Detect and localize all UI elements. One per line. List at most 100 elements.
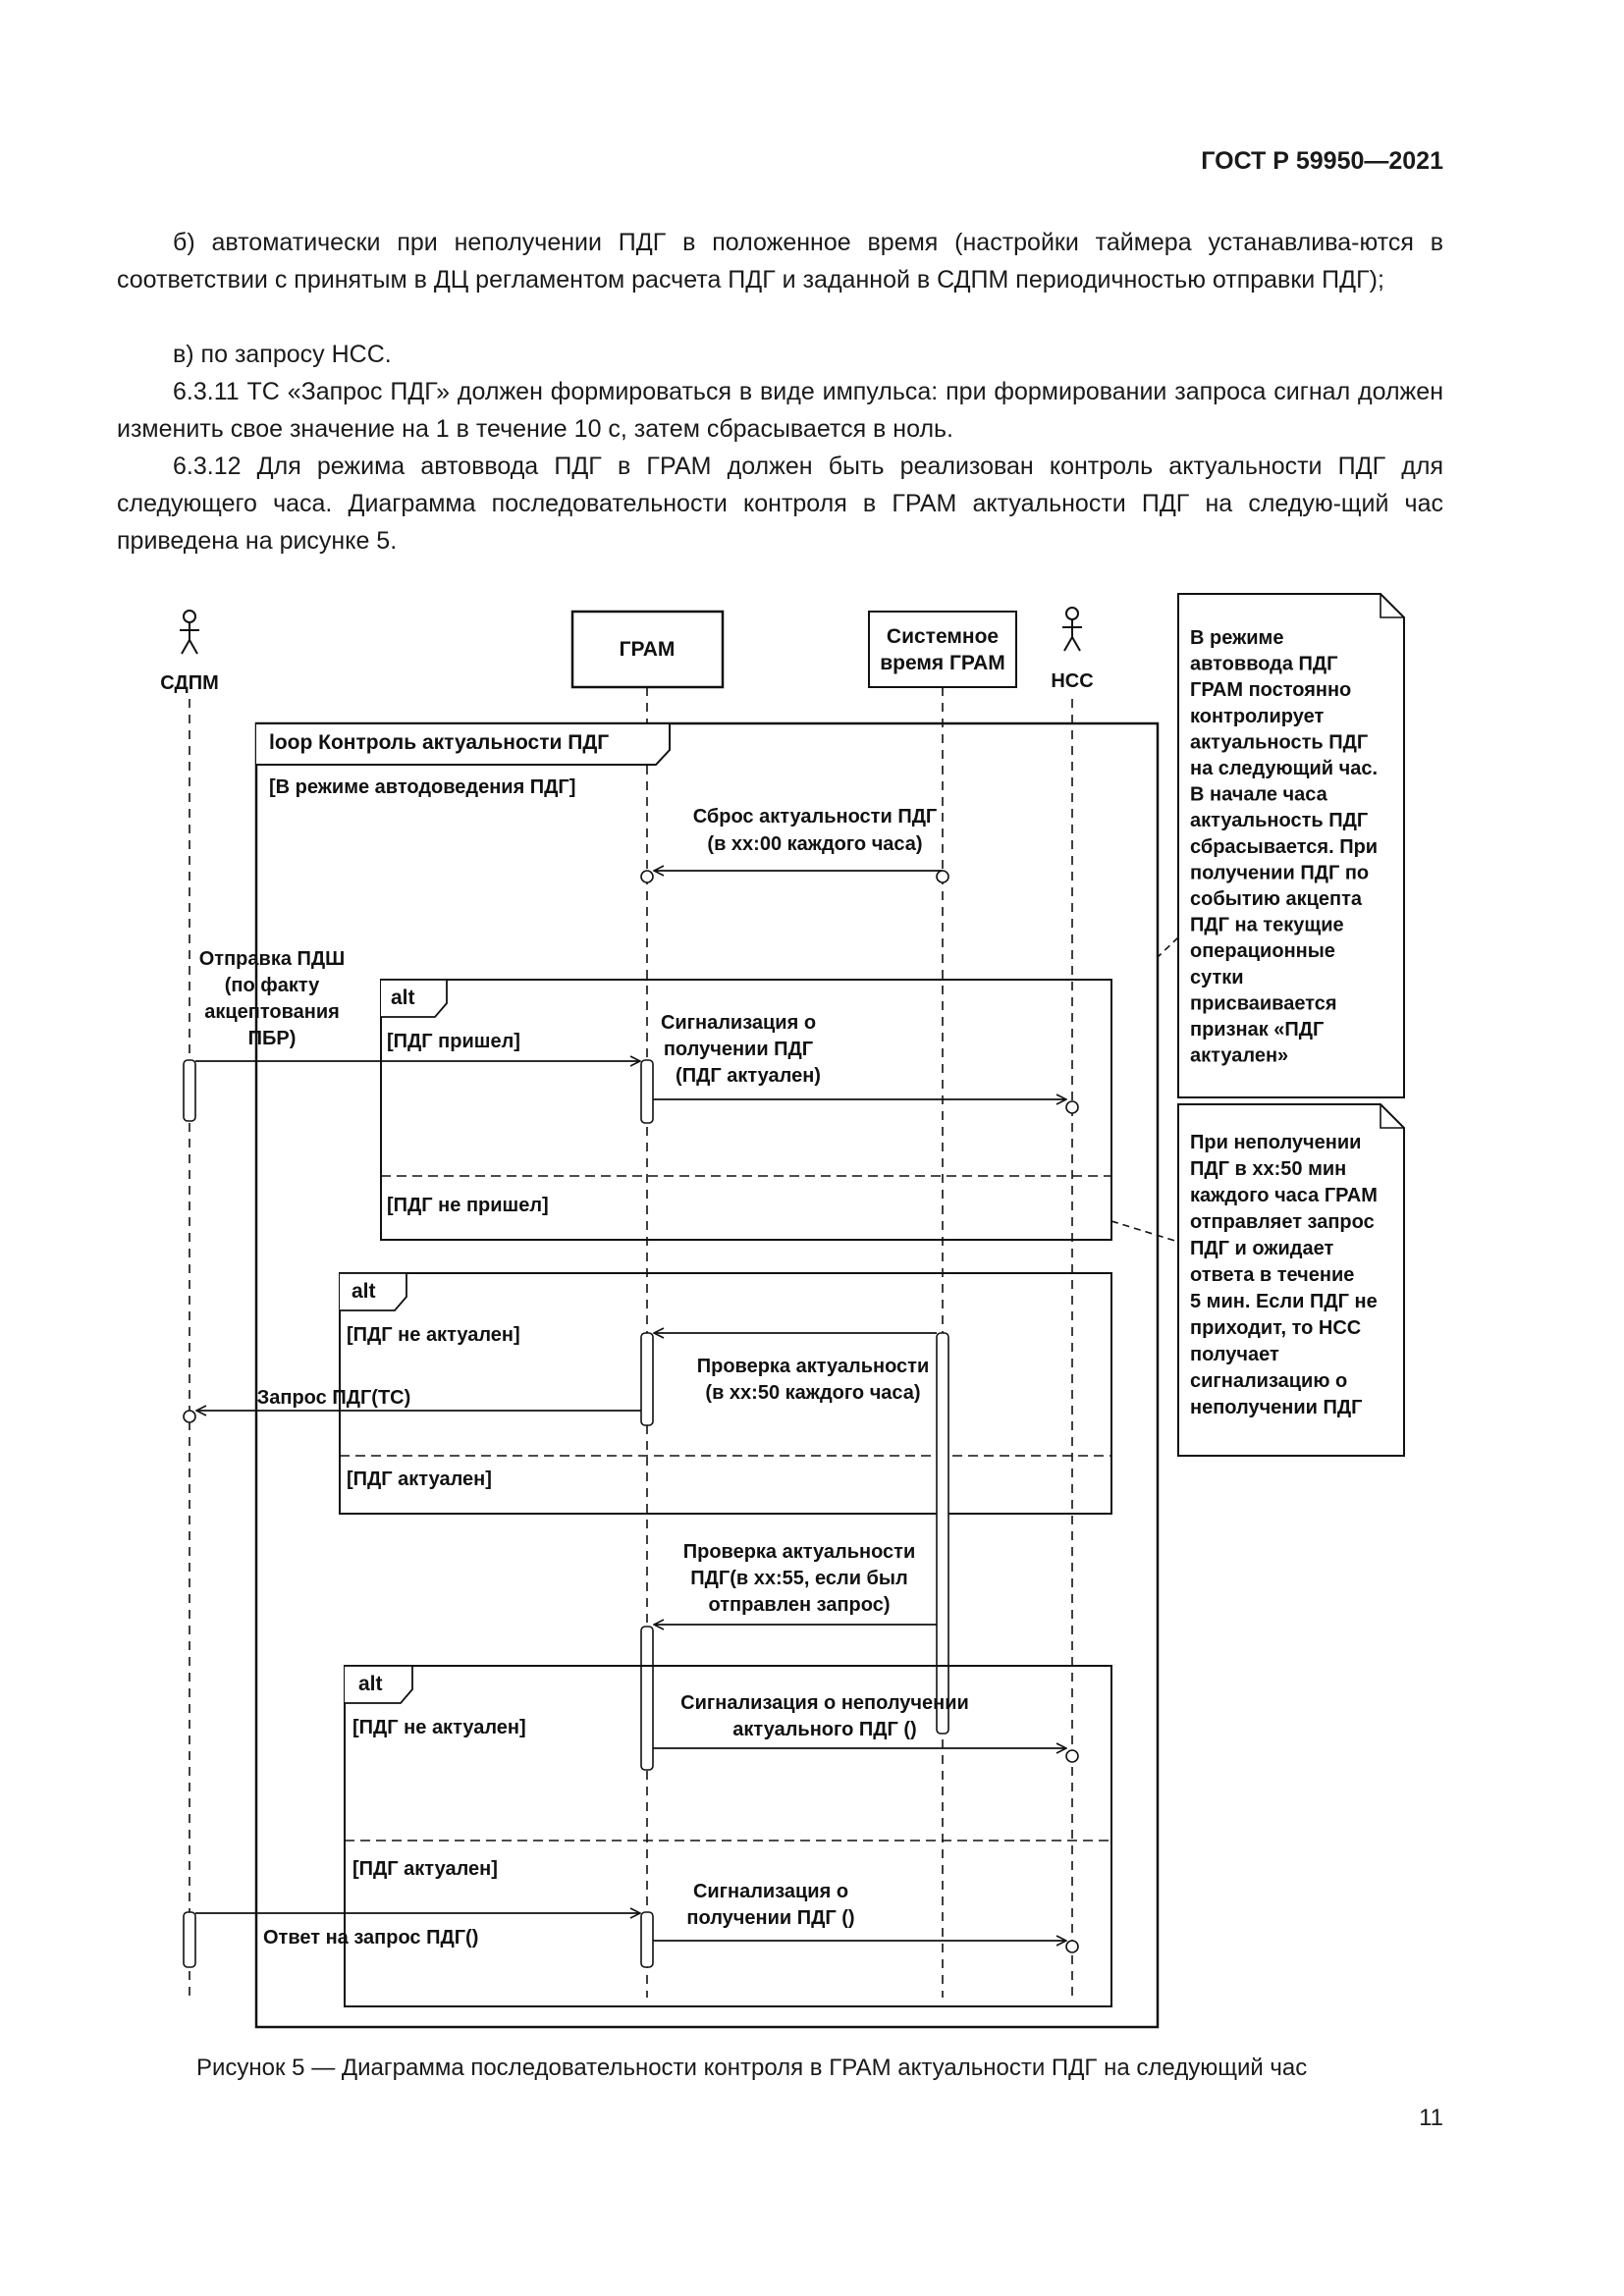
- alt-fragment-2-tab: [340, 1272, 407, 1311]
- msg-check-50-line2: (в хх:50 каждого часа): [705, 1382, 920, 1404]
- page-number: 11: [1419, 2105, 1443, 2131]
- alt-fragment-1-label: alt: [391, 987, 415, 1009]
- msg-signal-received-line3: (ПДГ актуален): [676, 1065, 821, 1087]
- note2-line: сигнализацию о: [1190, 1370, 1347, 1392]
- activation-gram-2: [640, 1332, 654, 1426]
- figure-caption: Рисунок 5 — Диаграмма последовательности…: [196, 2055, 1308, 2081]
- note1-line: автоввода ПДГ: [1190, 654, 1338, 675]
- loop-guard: [В режиме автодоведения ПДГ]: [269, 776, 575, 798]
- note1-line: сбрасывается. При: [1190, 836, 1378, 858]
- msg-reset-line2: (в хх:00 каждого часа): [707, 833, 922, 855]
- alt-2-guard-2: [ПДГ актуален]: [347, 1468, 492, 1490]
- alt-fragment-1-tab: [381, 979, 448, 1018]
- alt-fragment-2: [339, 1272, 1112, 1515]
- note-1-box: [1177, 593, 1405, 1098]
- note2-line: получает: [1190, 1344, 1279, 1365]
- paragraph-clause-6-3-12: 6.3.12 Для режима автоввода ПДГ в ГРАМ д…: [117, 453, 1443, 555]
- paragraph-clause-6-3-11: 6.3.11 ТС «Запрос ПДГ» должен формироват…: [117, 378, 1443, 443]
- note2-line: отправляет запрос: [1190, 1211, 1375, 1233]
- activation-sdpm-1: [183, 1059, 196, 1122]
- note2-line: 5 мин. Если ПДГ не: [1190, 1291, 1378, 1312]
- alt-fragment-3-tab: [345, 1665, 413, 1704]
- activation-gram-1: [640, 1059, 654, 1124]
- note1-line: присваивается: [1190, 992, 1337, 1014]
- msg-check-55-line2: ПДГ(в хх:55, если был: [690, 1568, 907, 1589]
- note1-line: ГРАМ постоянно: [1190, 679, 1351, 701]
- note-2-fold: [1380, 1104, 1404, 1129]
- msg-send-pdsh-line1: Отправка ПДШ: [199, 948, 345, 970]
- msg-signal-received-line1: Сигнализация о: [661, 1012, 816, 1034]
- alt-fragment-3-label: alt: [358, 1673, 383, 1695]
- lifeline-gram-label: ГРАМ: [620, 638, 676, 661]
- activation-gram-4: [640, 1911, 654, 1968]
- loop-fragment: [254, 721, 1160, 2029]
- msg-send-pdsh-line3: акцептования: [204, 1001, 340, 1023]
- msg-signal-received-line2: получении ПДГ: [664, 1039, 813, 1060]
- note2-line: При неполучении: [1190, 1132, 1361, 1153]
- paragraph-item-v: в) по запросу НСС.: [173, 341, 392, 368]
- alt-fragment-2-label: alt: [352, 1280, 376, 1303]
- alt-1-guard-2: [ПДГ не пришел]: [387, 1195, 549, 1216]
- alt-3-guard-1: [ПДГ не актуален]: [352, 1717, 526, 1738]
- msg-check-55-line3: отправлен запрос): [709, 1594, 891, 1616]
- note1-line: ПДГ на текущие: [1190, 915, 1344, 936]
- actor-nss-label: НСС: [1051, 670, 1093, 692]
- msg-signal-received-2-line1: Сигнализация о: [693, 1881, 848, 1902]
- msg-signal-received-end: [1065, 1100, 1079, 1114]
- alt-3-guard-2: [ПДГ актуален]: [352, 1858, 498, 1880]
- msg-reset-end: [640, 870, 654, 883]
- msg-signal-not-received-line2: актуального ПДГ (): [732, 1719, 916, 1740]
- note-1-fold: [1380, 594, 1404, 618]
- msg-check-55-line1: Проверка актуальности: [683, 1541, 916, 1563]
- lifeline-system-time-line2: время ГРАМ: [880, 652, 1005, 674]
- msg-request-label: Запрос ПДГ(ТС): [257, 1387, 411, 1409]
- note1-line: признак «ПДГ: [1190, 1019, 1324, 1041]
- note2-line: ПДГ и ожидает: [1190, 1238, 1333, 1259]
- msg-request-end: [183, 1410, 196, 1423]
- alt-1-guard-1: [ПДГ пришел]: [387, 1031, 520, 1052]
- note2-line: приходит, то НСС: [1190, 1317, 1361, 1339]
- note1-line: контролирует: [1190, 706, 1324, 727]
- msg-signal-received-2-line2: получении ПДГ (): [686, 1907, 854, 1929]
- loop-fragment-tab: [256, 722, 671, 766]
- alt-fragment-1: [380, 979, 1112, 1241]
- standard-header: ГОСТ Р 59950—2021: [1201, 147, 1443, 175]
- note1-line: на следующий час.: [1190, 758, 1378, 779]
- note1-line: операционные: [1190, 940, 1335, 962]
- note2-line: неполучении ПДГ: [1190, 1397, 1363, 1418]
- note-1-connector: [1157, 936, 1179, 958]
- alt-fragment-3: [344, 1665, 1112, 2007]
- msg-answer-label: Ответ на запрос ПДГ(): [263, 1927, 478, 1949]
- note-2-box: [1177, 1103, 1405, 1457]
- msg-send-pdsh-line2: (по факту: [225, 975, 320, 996]
- note-1-text: В режиме автоввода ПДГ ГРАМ постоянно контр…: [1190, 627, 1378, 1067]
- note1-line: актуален»: [1190, 1045, 1288, 1067]
- msg-reset-line1: Сброс актуальности ПДГ: [693, 806, 938, 828]
- msg-reset-start: [936, 870, 949, 883]
- msg-signal-not-received-line1: Сигнализация о неполучении: [680, 1692, 969, 1714]
- alt-2-guard-1: [ПДГ не актуален]: [347, 1324, 520, 1346]
- actor-sdpm: [180, 610, 199, 655]
- note1-line: получении ПДГ по: [1190, 862, 1369, 883]
- actor-sdpm-label: СДПМ: [160, 672, 218, 694]
- note2-line: ответа в течение: [1190, 1264, 1354, 1286]
- paragraph-item-b: б) автоматически при неполучении ПДГ в п…: [117, 229, 1443, 294]
- note2-line: каждого часа ГРАМ: [1190, 1185, 1378, 1206]
- msg-send-pdsh-line4: ПБР): [248, 1028, 297, 1049]
- note1-line: В режиме: [1190, 627, 1283, 649]
- loop-title: loop Контроль актуальности ПДГ: [269, 731, 609, 754]
- msg-signal-received-2-end: [1065, 1940, 1079, 1953]
- note1-line: актуальность ПДГ: [1190, 810, 1368, 831]
- actor-nss: [1062, 607, 1082, 652]
- lifeline-system-time-line1: Системное: [887, 625, 999, 648]
- note-2-connector: [1110, 1220, 1179, 1243]
- note2-line: ПДГ в хх:50 мин: [1190, 1158, 1346, 1180]
- activation-system-time: [936, 1332, 949, 1735]
- activation-gram-3: [640, 1626, 654, 1771]
- activation-sdpm-2: [183, 1911, 196, 1968]
- note1-line: актуальность ПДГ: [1190, 731, 1368, 753]
- note1-line: сутки: [1190, 967, 1244, 988]
- lifeline-gram-box: [570, 610, 725, 689]
